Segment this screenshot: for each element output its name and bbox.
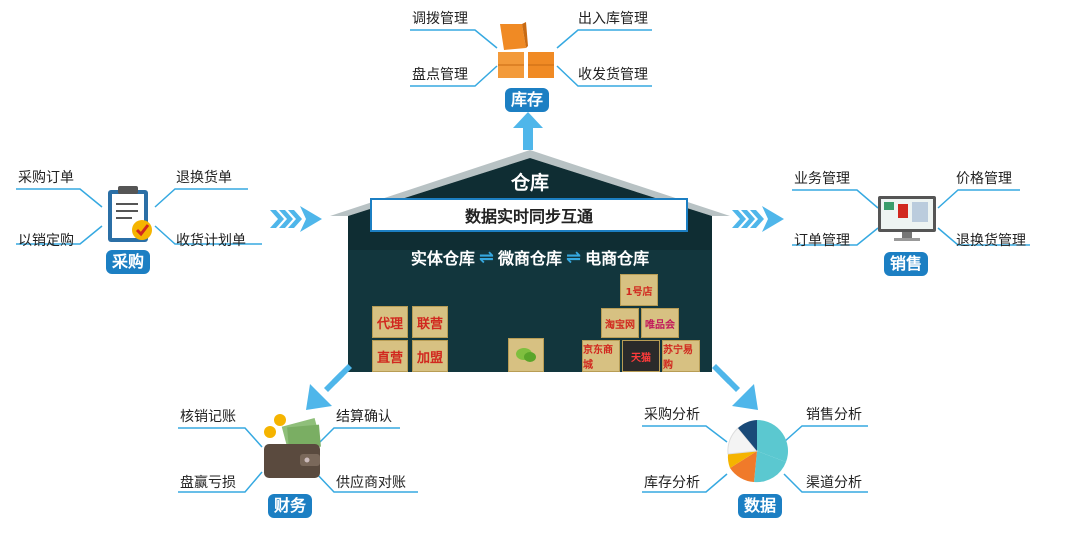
warehouse: 仓库 数据实时同步互通 实体仓库 ⇌ 微商仓库 ⇌ 电商仓库 代理 联营 直营 … xyxy=(330,150,730,380)
line-sales-return xyxy=(937,227,1030,246)
joint-box: 联营 xyxy=(412,306,448,338)
up-arrow-icon xyxy=(513,112,543,150)
purchase-analysis-label: 采购分析 xyxy=(644,407,700,423)
yhd-box: 1号店 xyxy=(620,274,658,306)
sync-banner: 数据实时同步互通 xyxy=(370,198,688,232)
cube-boxes-icon xyxy=(498,22,554,78)
sync-arrows-icon: ⇌ xyxy=(566,246,582,268)
inout-management-label: 出入库管理 xyxy=(578,11,648,27)
line-po xyxy=(16,188,103,208)
line-shipping xyxy=(556,65,652,87)
sell-to-buy-label: 以销定购 xyxy=(18,233,74,249)
line-settle xyxy=(314,427,400,448)
down-left-arrow-icon xyxy=(306,364,352,410)
sales-return-management-label: 退换货管理 xyxy=(956,233,1026,249)
wechat-warehouse-label: 微商仓库 xyxy=(497,249,562,268)
settlement-label: 结算确认 xyxy=(336,409,392,425)
line-profitloss xyxy=(178,471,263,493)
line-purchase-analysis xyxy=(642,425,728,443)
line-stock-analysis xyxy=(642,473,728,493)
ecommerce-warehouse-label: 电商仓库 xyxy=(585,249,650,268)
transfer-management-label: 调拨管理 xyxy=(412,11,468,27)
line-channel-analysis xyxy=(783,473,868,493)
sync-arrows-icon: ⇌ xyxy=(478,246,494,268)
purchase-order-label: 采购订单 xyxy=(18,170,74,186)
physical-warehouse-label: 实体仓库 xyxy=(410,249,475,268)
line-receive-plan xyxy=(154,225,262,245)
business-management-label: 业务管理 xyxy=(794,171,850,187)
line-sales-analysis xyxy=(783,425,868,443)
sales-badge: 销售 xyxy=(884,252,929,276)
receive-plan-label: 收货计划单 xyxy=(176,233,246,249)
line-supplier xyxy=(314,471,418,493)
line-stocktake xyxy=(410,65,498,87)
stocktake-management-label: 盘点管理 xyxy=(412,67,468,83)
suning-box: 苏宁易购 xyxy=(662,340,700,372)
return-exchange-label: 退换货单 xyxy=(176,170,232,186)
profit-loss-label: 盘赢亏损 xyxy=(180,475,236,491)
line-transfer xyxy=(410,29,498,49)
line-sell-to-buy xyxy=(16,225,103,245)
line-business xyxy=(792,189,879,209)
line-writeoff xyxy=(178,427,263,448)
right-chevrons-icon xyxy=(270,206,322,232)
warehouse-chain: 实体仓库 ⇌ 微商仓库 ⇌ 电商仓库 xyxy=(330,246,730,269)
channel-analysis-label: 渠道分析 xyxy=(806,475,862,491)
shipping-management-label: 收发货管理 xyxy=(578,67,648,83)
vip-box: 唯品会 xyxy=(641,308,679,338)
supplier-reconciliation-label: 供应商对账 xyxy=(336,475,406,491)
agent-box: 代理 xyxy=(372,306,408,338)
inventory-badge: 库存 xyxy=(505,88,550,112)
line-price xyxy=(937,189,1020,209)
monitor-icon xyxy=(878,196,936,241)
tmall-box: 天猫 xyxy=(622,340,660,372)
franchise-box: 加盟 xyxy=(412,340,448,372)
stock-analysis-label: 库存分析 xyxy=(644,475,700,491)
wechat-box xyxy=(508,338,544,372)
line-return xyxy=(154,188,248,208)
direct-box: 直营 xyxy=(372,340,408,372)
wallet-icon xyxy=(264,414,321,478)
jd-box: 京东商城 xyxy=(582,340,620,372)
pie-chart-icon xyxy=(727,420,789,483)
sales-analysis-label: 销售分析 xyxy=(806,407,862,423)
clipboard-icon xyxy=(108,186,152,242)
order-management-label: 订单管理 xyxy=(794,233,850,249)
wechat-icon xyxy=(516,348,536,362)
down-right-arrow-icon xyxy=(712,364,758,410)
analytics-badge: 数据 xyxy=(738,494,783,518)
line-inout xyxy=(556,29,652,49)
purchase-badge: 采购 xyxy=(106,250,151,274)
finance-badge: 财务 xyxy=(268,494,313,518)
line-order xyxy=(792,227,879,246)
taobao-box: 淘宝网 xyxy=(601,308,639,338)
warehouse-title: 仓库 xyxy=(510,172,549,194)
writeoff-label: 核销记账 xyxy=(180,409,236,425)
price-management-label: 价格管理 xyxy=(956,171,1012,187)
right-chevrons-icon xyxy=(732,206,784,232)
